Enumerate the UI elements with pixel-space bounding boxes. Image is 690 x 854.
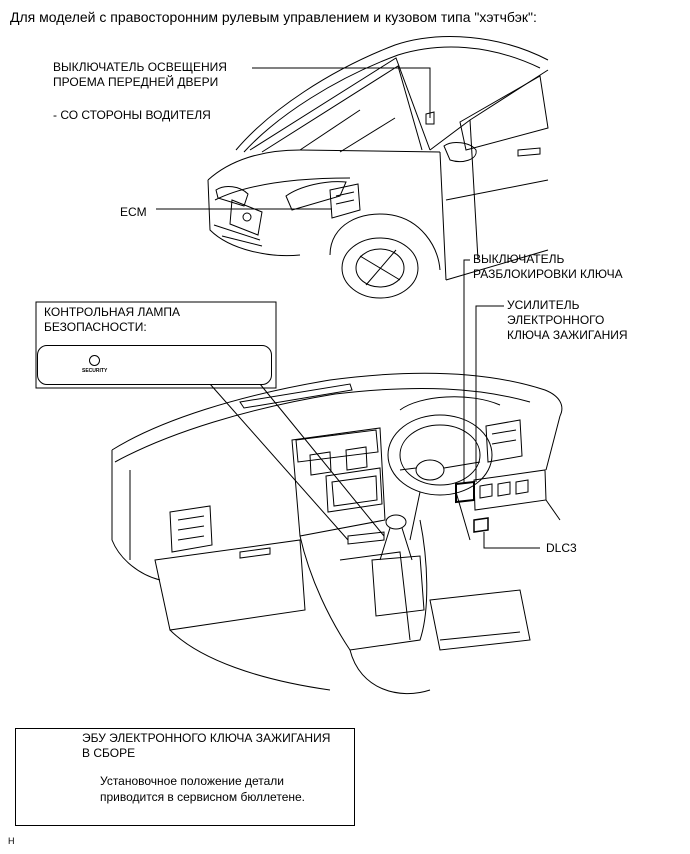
security-indicator-panel: SECURITY [37,345,272,385]
dlc3-label: DLC3 [546,541,577,555]
label-line: ЭЛЕКТРОННОГО [507,313,605,327]
indicator-lamp-icon [89,355,100,366]
figure-code: H [8,836,15,846]
label-line: КЛЮЧА ЗАЖИГАНИЯ [507,328,628,342]
front-door-switch-label: ВЫКЛЮЧАТЕЛЬ ОСВЕЩЕНИЯ ПРОЕМА ПЕРЕДНЕЙ ДВ… [53,60,227,90]
ecu-assembly-label: ЭБУ ЭЛЕКТРОННОГО КЛЮЧА ЗАЖИГАНИЯ В СБОРЕ [82,731,330,761]
key-amplifier-label: УСИЛИТЕЛЬ ЭЛЕКТРОННОГО КЛЮЧА ЗАЖИГАНИЯ [507,298,628,343]
note-line: приводится в сервисном бюллетене. [100,790,306,804]
label-line: ВЫКЛЮЧАТЕЛЬ [473,252,565,266]
key-unlock-switch-label: ВЫКЛЮЧАТЕЛЬ РАЗБЛОКИРОВКИ КЛЮЧА [473,252,623,282]
note-box: ЭБУ ЭЛЕКТРОННОГО КЛЮЧА ЗАЖИГАНИЯ В СБОРЕ… [15,728,355,826]
label-line: ВЫКЛЮЧАТЕЛЬ ОСВЕЩЕНИЯ [53,60,227,74]
ecm-label: ECM [120,205,147,219]
label-line: РАЗБЛОКИРОВКИ КЛЮЧА [473,267,623,281]
dashboard-illustration [111,372,563,695]
indicator-text: SECURITY [82,368,108,374]
label-line: УСИЛИТЕЛЬ [507,298,580,312]
note-text: Установочное положение детали приводится… [100,773,305,805]
car-body-illustration [207,36,549,299]
note-line: Установочное положение детали [100,774,285,788]
security-lamp-label: КОНТРОЛЬНАЯ ЛАМПА БЕЗОПАСНОСТИ: [44,305,180,335]
driver-side-label: - СО СТОРОНЫ ВОДИТЕЛЯ [53,108,211,122]
label-line: КОНТРОЛЬНАЯ ЛАМПА [44,305,181,319]
label-line: В СБОРЕ [82,746,136,760]
leader-lines [156,67,540,549]
label-line: БЕЗОПАСНОСТИ: [44,320,147,334]
label-line: ПРОЕМА ПЕРЕДНЕЙ ДВЕРИ [53,75,219,89]
label-line: ЭБУ ЭЛЕКТРОННОГО КЛЮЧА ЗАЖИГАНИЯ [82,731,331,745]
page-title: Для моделей с правосторонним рулевым упр… [10,9,537,25]
